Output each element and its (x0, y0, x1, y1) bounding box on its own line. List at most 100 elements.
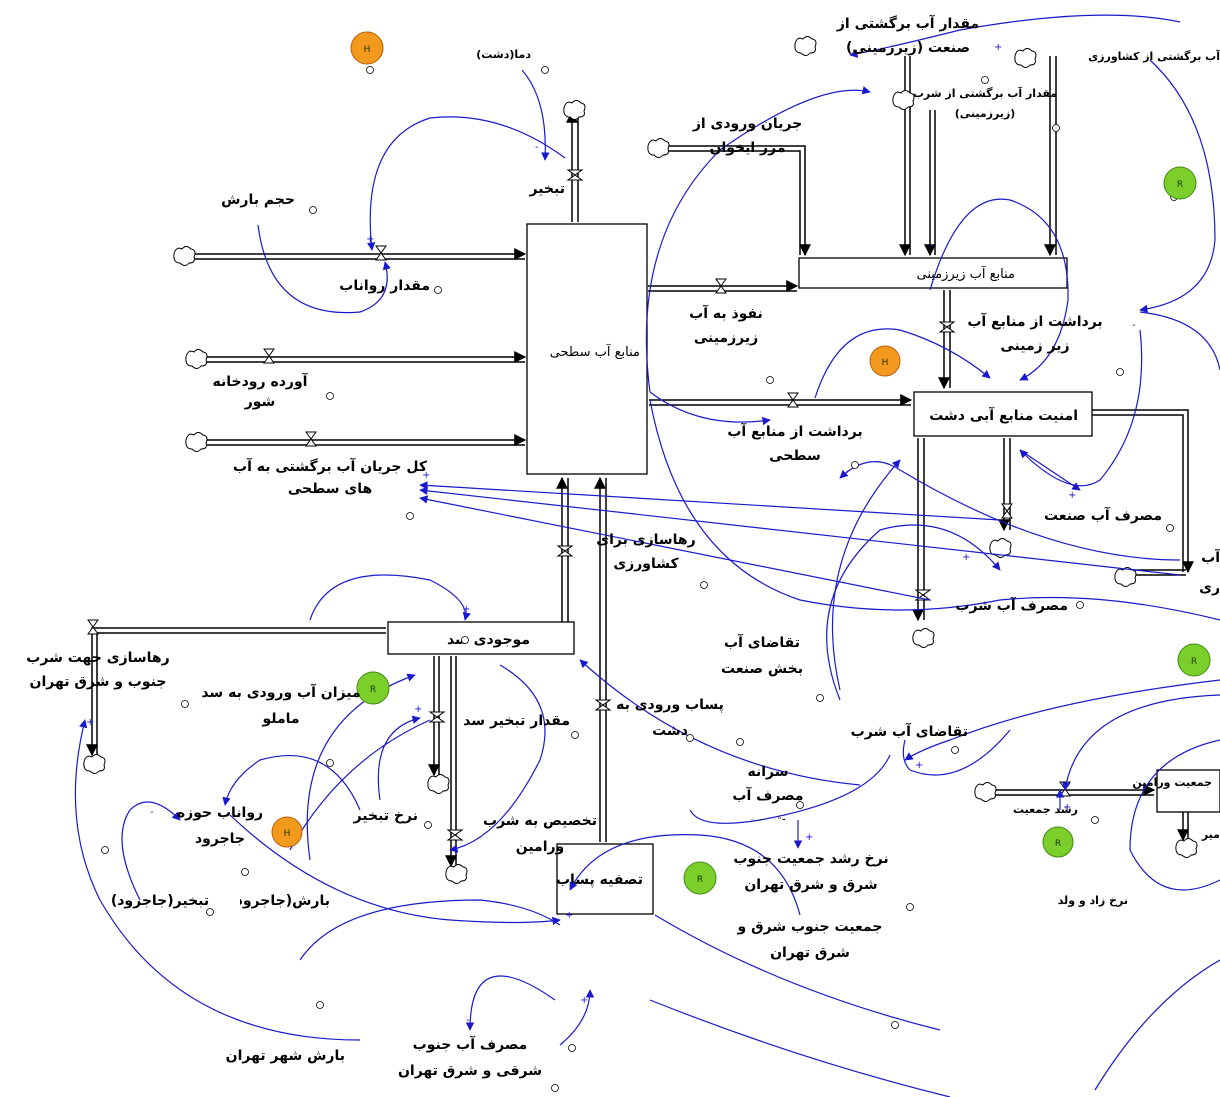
label-evap-rate: نرخ تبخیر (353, 808, 418, 824)
valve-wastewater (594, 699, 612, 711)
svg-text:+: + (962, 552, 970, 563)
svg-text:+: + (86, 717, 94, 728)
stock-surface-label: منابع آب سطحی (550, 343, 640, 360)
svg-text:+: + (915, 760, 923, 771)
badge-h-middle[interactable]: H (869, 345, 901, 377)
svg-text:H: H (364, 45, 371, 55)
valve-runoff (375, 245, 387, 261)
cloud-14 (445, 864, 468, 884)
badge-h-jajrood[interactable]: H (271, 816, 303, 848)
cloud-16 (1175, 838, 1198, 858)
svg-text:+: + (422, 470, 430, 481)
svg-text:+: + (580, 995, 588, 1006)
svg-text:+: + (366, 234, 374, 245)
label-jajrood-evap: تبخیر(جاجرود) (111, 893, 209, 909)
stock-groundwater-label: منابع آب زیرزمینی (917, 265, 1016, 282)
stock-dam-label: موجودی سد (447, 632, 530, 648)
cloud-8 (1014, 48, 1037, 68)
cloud-1 (173, 246, 196, 266)
svg-text:-: - (846, 466, 850, 477)
label-tehran-pop: جمعیت جنوب شرق و شرق تهران (738, 919, 883, 961)
causal-links (74, 14, 1220, 1097)
valve-dam-evap (428, 711, 446, 723)
label-runoff: مقدار رواناب (339, 278, 430, 294)
label-wastewater-in: پساب ورودی به دشت (616, 697, 724, 739)
svg-text:-: - (930, 240, 934, 251)
label-tehran-growth: نرخ رشد جمعیت جنوب شرق و شرق تهران (733, 851, 888, 893)
label-tehran-use: مصرف آب جنوب شرقی و شرق تهران (398, 1037, 542, 1079)
cloud-12 (83, 754, 106, 774)
stock-surface-water[interactable]: منابع آب سطحی (526, 223, 648, 475)
valve-shoor (263, 348, 275, 364)
badge-r-birth[interactable]: R (1042, 826, 1074, 858)
badge-h-top[interactable]: H (350, 31, 384, 65)
svg-text:+: + (565, 910, 573, 921)
label-ground-withdraw: برداشت از منابع آب زیر زمینی (967, 314, 1102, 354)
valve-tehran (87, 619, 99, 635)
stock-varamin-pop[interactable]: جمعیت ورامین (1132, 769, 1220, 813)
cloud-6 (794, 36, 817, 56)
cloud-4 (563, 100, 586, 120)
svg-text:-: - (535, 142, 539, 153)
label-mortality: میر (1201, 828, 1220, 841)
svg-text:H: H (882, 358, 889, 368)
svg-text:R: R (370, 685, 376, 695)
stock-dam[interactable]: موجودی سد (387, 621, 575, 655)
aux-nodes (101, 66, 1178, 1092)
cloud-9 (912, 628, 935, 648)
valve-industry (1001, 503, 1013, 519)
svg-text:+: + (1063, 802, 1071, 813)
svg-text:+: + (462, 604, 470, 615)
label-jajrood-runoff: رواناب حوزه جاجرود (177, 805, 263, 847)
svg-text:+: + (414, 704, 422, 715)
badge-r-top-right[interactable]: R (1163, 166, 1197, 200)
badge-r-treatment[interactable]: R (683, 861, 717, 895)
cloud-13 (427, 774, 450, 794)
label-partial-ri: ری (1199, 580, 1220, 596)
label-temp-plain: دما(دشت) (476, 48, 531, 61)
svg-text:R: R (1191, 657, 1197, 667)
label-border-inflow: جریان ورودی از مرز ایخوان (693, 116, 802, 156)
stock-plain-security-label: امنیت منابع آبی دشت (929, 406, 1078, 424)
valve-ground-withdraw (938, 321, 956, 333)
svg-text:H: H (284, 829, 291, 839)
label-shoor-river: آورده رودخانه شور (213, 374, 308, 410)
label-birth-rate: نرخ زاد و ولد (1058, 894, 1128, 907)
stock-groundwater[interactable]: منابع آب زیرزمینی (798, 257, 1068, 289)
valve-return (305, 431, 317, 447)
label-rain-volume: حجم بارش (221, 192, 295, 208)
badge-r-right[interactable]: R (1177, 643, 1211, 677)
label-per-capita: سرانه مصرف آب شرب (732, 764, 803, 820)
label-agri-return: آب برگشتی از کشاورزی (1088, 49, 1220, 63)
stock-plain-security[interactable]: امنیت منابع آبی دشت (913, 391, 1093, 437)
label-industry-demand: تقاضای آب بخش صنعت (721, 635, 803, 677)
valve-alloc (446, 829, 464, 841)
stock-treatment[interactable]: تصفیه پساب (556, 843, 654, 915)
badge-r-mamlu[interactable]: R (356, 671, 390, 705)
flow-valves (87, 169, 1071, 841)
label-drink-alloc: تخصیص به شرب ورامین (483, 813, 597, 855)
valve-infiltration (715, 278, 727, 294)
stock-treatment-label: تصفیه پساب (556, 872, 643, 888)
label-jajrood-rain: بارش(جاجرود) (240, 893, 330, 909)
label-pop-growth: رشد جمعیت (1013, 803, 1078, 816)
label-mamlu-inflow: میزان آب ورودی به سد ماملو (201, 685, 360, 727)
svg-text:+: + (805, 832, 813, 843)
cloud-3 (185, 432, 208, 452)
label-infiltration: نفوذ به آب زیرزمینی (689, 306, 763, 346)
valve-surface-withdraw (787, 392, 799, 408)
label-agri-release: رهاسازی برای کشاورزی (596, 532, 695, 572)
label-drink-use: مصرف آب شرب (955, 596, 1068, 614)
valve-evap (566, 169, 584, 181)
flow-pipes (86, 56, 1194, 868)
label-release-tehran: رهاسازی جهت شرب جنوب و شرق تهران (26, 650, 169, 690)
cloud-2 (185, 349, 208, 369)
label-drink-demand: تقاضای آب شرب (851, 722, 968, 740)
variable-labels: دما(دشت) تبخیر حجم بارش مقدار رواناب آور… (26, 16, 1220, 1079)
cloud-5 (647, 138, 670, 158)
label-industry-use: مصرف آب صنعت (1044, 506, 1162, 524)
label-drink-return: مقدار آب برگشتی از شرب (زیرزمینی) (913, 87, 1057, 120)
label-return-total: کل جریان آب برگشتی به آب های سطحی (233, 459, 427, 497)
svg-text:R: R (697, 875, 703, 885)
